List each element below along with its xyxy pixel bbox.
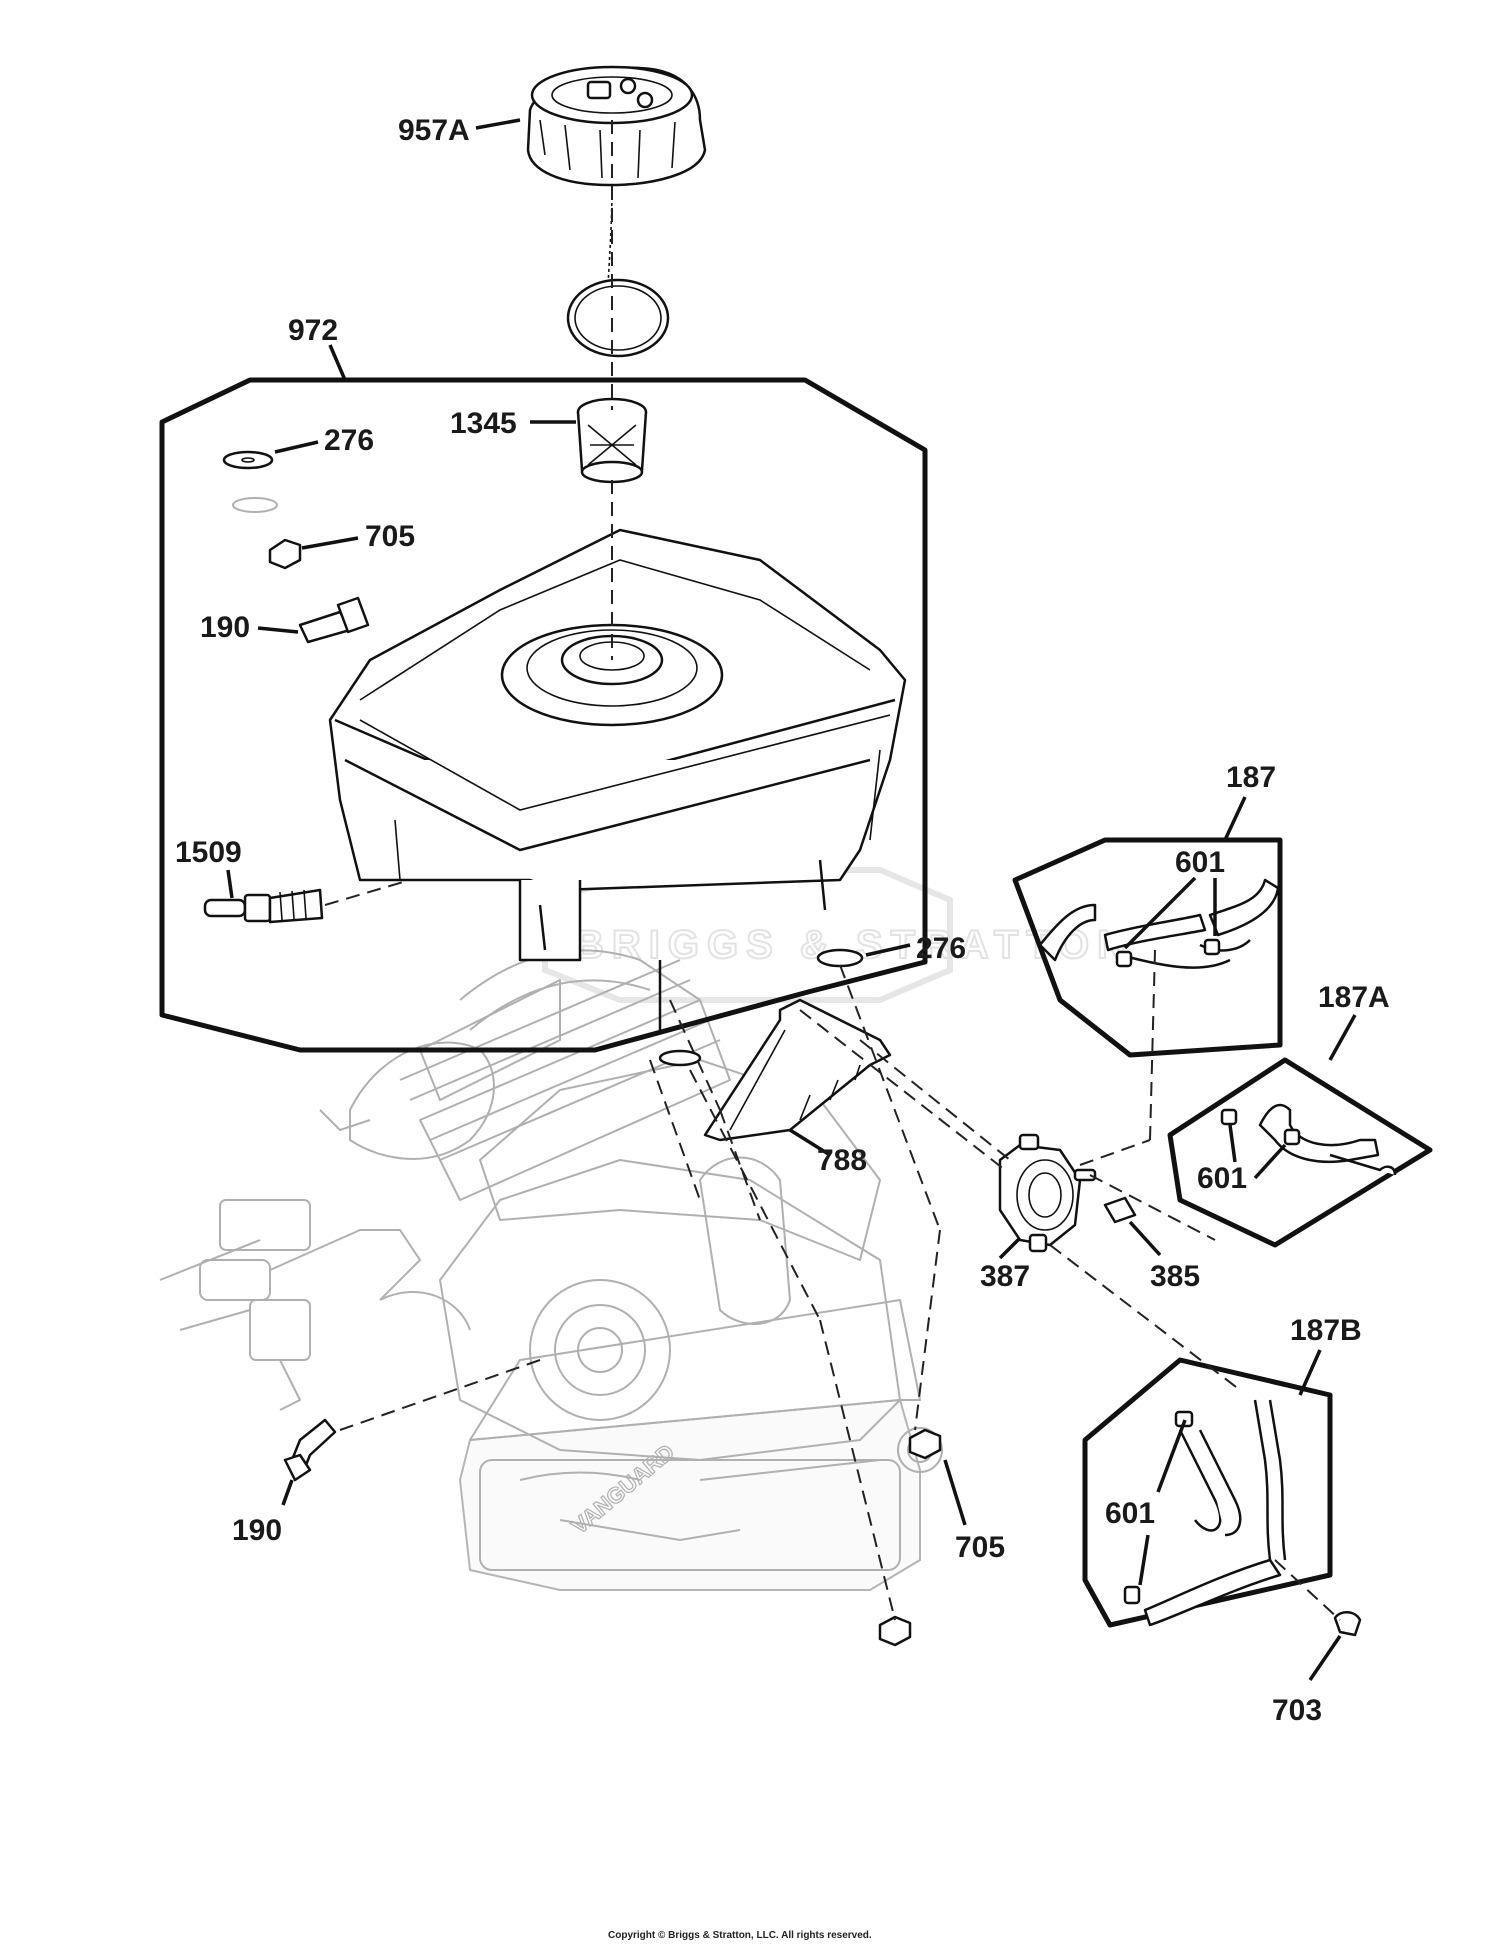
clamp-601-187b — [1203, 938, 1221, 956]
label-187B: 187B — [1290, 1314, 1362, 1347]
clamp-601-187A-b — [1283, 1128, 1301, 1146]
nut-705-bottom — [908, 1428, 942, 1460]
leader-276-top — [274, 440, 319, 454]
washer-276-right — [816, 948, 864, 968]
label-187A: 187A — [1318, 981, 1390, 1014]
leader-788 — [789, 1128, 831, 1157]
label-190-top: 190 — [200, 611, 250, 644]
leader-385 — [1128, 1220, 1162, 1257]
label-385: 385 — [1150, 1260, 1200, 1293]
label-1509: 1509 — [175, 836, 242, 869]
kit-boundary-187B — [1082, 1357, 1333, 1628]
label-601-187A: 601 — [1197, 1162, 1247, 1195]
callout-labels: 957A 972 1345 276 705 190 1509 276 788 1… — [175, 114, 1390, 1727]
clamp-601-187A-a — [1220, 1108, 1238, 1126]
cap-tether-chain — [607, 184, 613, 286]
washer-276-top — [222, 450, 274, 470]
leader-276-right — [865, 943, 911, 957]
label-957A: 957A — [398, 114, 470, 147]
clamp-601-187a — [1115, 950, 1133, 968]
nut-705-top — [268, 538, 302, 570]
label-601-187: 601 — [1175, 846, 1225, 879]
bolt-190-bottom — [283, 1418, 337, 1482]
leader-601-187A — [1228, 1124, 1237, 1163]
cap-gasket-ring — [566, 278, 670, 358]
leader-957A — [475, 118, 521, 130]
label-276-top: 276 — [324, 424, 374, 457]
mounting-bracket — [703, 998, 892, 1142]
kit-boundary-187 — [1012, 837, 1283, 1058]
engine-block: VANGUARD — [159, 949, 943, 1591]
label-705-bottom: 705 — [955, 1531, 1005, 1564]
label-788: 788 — [817, 1144, 867, 1177]
leader-705-top — [301, 536, 359, 550]
fuel-cap — [526, 65, 707, 187]
screw-385 — [1103, 1196, 1137, 1224]
leader-387 — [998, 1236, 1022, 1260]
leader-187B — [1298, 1349, 1322, 1396]
kit-boundary-972 — [159, 377, 928, 1053]
fuel-line-187A — [1258, 1103, 1397, 1176]
clamp-601-187B-b — [1123, 1585, 1141, 1605]
clamp-703 — [1333, 1611, 1362, 1637]
label-190-bottom: 190 — [232, 1514, 282, 1547]
fuel-strainer — [576, 397, 648, 484]
leader-187 — [1223, 796, 1247, 841]
fuel-valve — [203, 888, 324, 924]
leader-703 — [1308, 1635, 1342, 1681]
leader-190-bottom — [281, 1479, 294, 1506]
copyright-notice: Copyright © Briggs & Stratton, LLC. All … — [608, 1930, 872, 1941]
fuel-line-187B — [1143, 1399, 1287, 1627]
label-601-187B: 601 — [1105, 1497, 1155, 1530]
leader-601-187 — [1123, 876, 1197, 950]
label-703: 703 — [1272, 1694, 1322, 1727]
bolt-190-top — [298, 596, 370, 644]
label-972: 972 — [288, 314, 338, 347]
nut-705-lower — [878, 1615, 912, 1647]
kit-boundary-187A — [1167, 1057, 1433, 1248]
leader-601-187A-b — [1253, 1143, 1287, 1180]
leader-972 — [328, 344, 347, 381]
leader-601-187B — [1156, 1419, 1187, 1493]
leader-187A — [1328, 1014, 1357, 1061]
label-387: 387 — [980, 1260, 1030, 1293]
assembly-dash-lines — [339, 120, 1341, 1621]
leader-601-187B-b — [1138, 1534, 1150, 1586]
washer-under-tank — [658, 1049, 702, 1067]
washer-276-ghost — [232, 497, 278, 513]
label-1345: 1345 — [450, 407, 517, 440]
label-276-right: 276 — [916, 932, 966, 965]
leader-1509 — [226, 869, 234, 899]
fuel-tank — [328, 528, 907, 1030]
leader-190-top — [257, 626, 299, 634]
fuel-pump — [998, 1133, 1097, 1253]
label-187: 187 — [1226, 761, 1276, 794]
leader-705-bottom — [943, 1459, 967, 1526]
label-705-top: 705 — [365, 520, 415, 553]
